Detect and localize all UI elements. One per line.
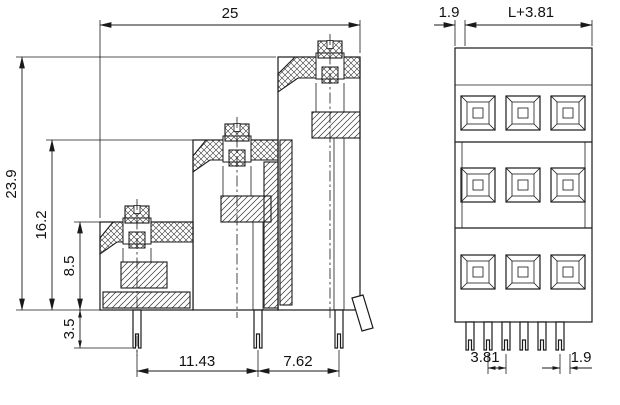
side-tier-high xyxy=(277,34,374,349)
dim-pin-pitch-1-label: 11.43 xyxy=(179,353,215,370)
front-pin xyxy=(465,321,475,351)
dim-height-mid: 16.2 xyxy=(33,139,204,311)
dim-pin-pitch-2: 7.62 xyxy=(257,353,340,374)
side-pin-3 xyxy=(334,309,344,349)
tier-mid-clamp xyxy=(220,195,272,223)
side-tier-low xyxy=(99,199,194,356)
dim-height-low-label: 8.5 xyxy=(61,256,78,277)
dim-overall-width: 25 xyxy=(99,5,361,218)
dim-height-total-label: 23.9 xyxy=(3,169,20,198)
dim-pin-pitch-2-label: 7.62 xyxy=(283,353,312,370)
front-pin xyxy=(501,321,511,351)
front-pin xyxy=(483,321,493,351)
dim-height-total: 23.9 xyxy=(3,56,276,311)
tier-low-base xyxy=(102,291,191,309)
dim-pin-length: 3.5 xyxy=(61,309,132,349)
dim-front-pin-pitch: 3.81 xyxy=(470,349,507,374)
dim-front-pin-offset-label: 1.9 xyxy=(571,349,592,366)
tier-mid-wall xyxy=(263,161,279,309)
dim-front-edge-offset: 1.9 xyxy=(434,4,466,46)
dim-front-edge-offset-label: 1.9 xyxy=(439,4,460,21)
dim-height-mid-label: 16.2 xyxy=(33,210,50,239)
side-view: 25 23.9 16.2 8.5 3.5 xyxy=(3,5,374,377)
front-pin xyxy=(555,321,565,351)
dim-front-pin-pitch-label: 3.81 xyxy=(470,349,499,366)
tier-low-clamp xyxy=(120,261,168,289)
front-body xyxy=(454,47,593,323)
dim-overall-width-label: 25 xyxy=(222,5,239,22)
side-tier-mid xyxy=(192,117,279,349)
front-pin xyxy=(537,321,547,351)
dim-height-low: 8.5 xyxy=(61,221,111,311)
side-pin-2 xyxy=(253,309,263,349)
dim-pin-pitch-1: 11.43 xyxy=(136,350,340,377)
dim-front-pin-offset: 1.9 xyxy=(542,349,592,374)
tier-high-wall xyxy=(279,139,293,306)
tier-high-clamp xyxy=(311,111,361,139)
dim-pin-length-label: 3.5 xyxy=(61,319,78,340)
side-peg xyxy=(351,294,374,332)
dim-front-width: L+3.81 xyxy=(464,4,593,46)
front-pin xyxy=(519,321,529,351)
front-view: 1.9 L+3.81 3.81 1.9 xyxy=(434,4,593,374)
dim-front-width-label: L+3.81 xyxy=(508,4,554,21)
